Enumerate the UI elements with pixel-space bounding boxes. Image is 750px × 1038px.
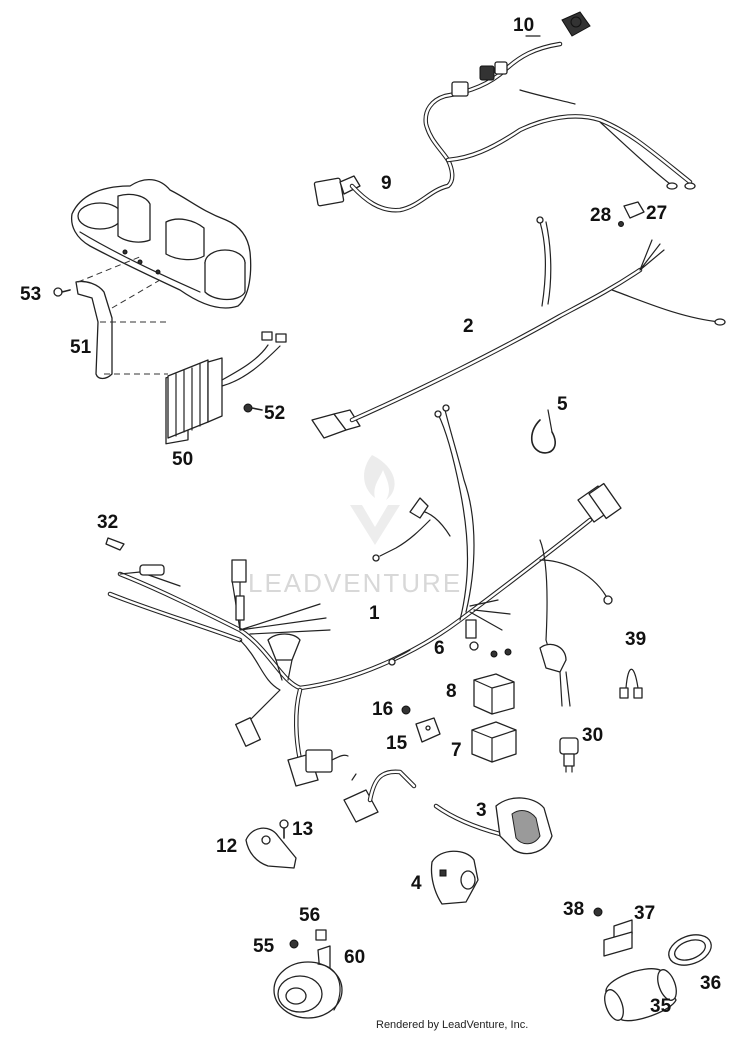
watermark-logo [350, 455, 400, 545]
callout-4: 4 [411, 873, 422, 894]
callout-7: 7 [451, 740, 462, 761]
callout-16: 16 [372, 699, 394, 720]
callout-32: 32 [97, 512, 119, 533]
part-37-38-bracket [593, 907, 633, 957]
callout-39: 39 [625, 629, 647, 650]
callout-27: 27 [646, 203, 668, 224]
part-9-10-harness [313, 11, 696, 213]
watermark-text: LEADVENTURE [248, 568, 463, 598]
callout-53: 53 [20, 284, 42, 305]
callout-6: 6 [434, 638, 445, 659]
callout-10: 10 [513, 15, 535, 36]
part-8-relay [473, 673, 515, 715]
part-51-53-bracket [53, 255, 168, 380]
callout-28: 28 [590, 205, 612, 226]
callout-52: 52 [264, 403, 286, 424]
callout-9: 9 [381, 173, 392, 194]
callout-36: 36 [700, 973, 722, 994]
callout-56: 56 [299, 905, 321, 926]
callout-15: 15 [386, 733, 408, 754]
callout-38: 38 [563, 899, 585, 920]
callout-5: 5 [557, 394, 568, 415]
callout-1: 1 [369, 603, 380, 624]
part-35-36-flasher [604, 934, 712, 1022]
part-7-relay [471, 721, 517, 763]
part-27-28-clip [618, 201, 645, 227]
callout-60: 60 [344, 947, 366, 968]
part-5-cable-tie [530, 409, 556, 454]
part-2-harness [311, 216, 726, 439]
part-50-52-regulator [165, 331, 287, 445]
part-32-terminal [105, 537, 125, 551]
part-3-switch [343, 769, 553, 855]
part-30-switch [559, 737, 579, 773]
callout-12: 12 [216, 836, 238, 857]
callout-35: 35 [650, 996, 672, 1017]
callout-8: 8 [446, 681, 457, 702]
part-39-jumper [619, 668, 643, 699]
callout-51: 51 [70, 337, 92, 358]
part-1-main-harness [107, 404, 622, 787]
callout-37: 37 [634, 903, 656, 924]
callout-3: 3 [476, 800, 487, 821]
callout-13: 13 [292, 819, 314, 840]
callout-30: 30 [582, 725, 604, 746]
triple-clamp [70, 179, 252, 309]
callout-55: 55 [253, 936, 275, 957]
callout-50: 50 [172, 449, 194, 470]
part-15-16-bracket [401, 705, 441, 743]
callout-2: 2 [463, 316, 474, 337]
part-55-56-60-horn [273, 929, 343, 1019]
footer-credit: Rendered by LeadVenture, Inc. [376, 1019, 529, 1031]
part-4-cover [430, 850, 479, 905]
part-12-13-bracket [245, 819, 297, 869]
